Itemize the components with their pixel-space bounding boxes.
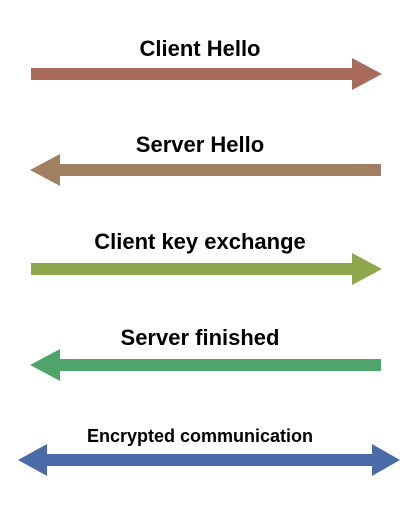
arrow-shape xyxy=(31,58,382,90)
arrow-shape xyxy=(31,253,382,285)
right-arrow-client-hello xyxy=(31,58,382,90)
step-label-encrypted-communication: Encrypted communication xyxy=(86,426,314,446)
right-arrow-client-key-exchange xyxy=(31,253,382,285)
double-arrow-encrypted-communication xyxy=(18,444,400,476)
step-label-client-key-exchange: Client key exchange xyxy=(94,229,306,254)
arrow-shape xyxy=(18,444,400,476)
step-label-server-finished: Server finished xyxy=(120,325,280,350)
left-arrow-server-hello xyxy=(30,154,381,186)
step-label-server-hello: Server Hello xyxy=(135,132,265,157)
arrow-shape xyxy=(30,349,381,381)
left-arrow-server-finished xyxy=(30,349,381,381)
arrow-shape xyxy=(30,154,381,186)
step-label-client-hello: Client Hello xyxy=(139,36,261,61)
